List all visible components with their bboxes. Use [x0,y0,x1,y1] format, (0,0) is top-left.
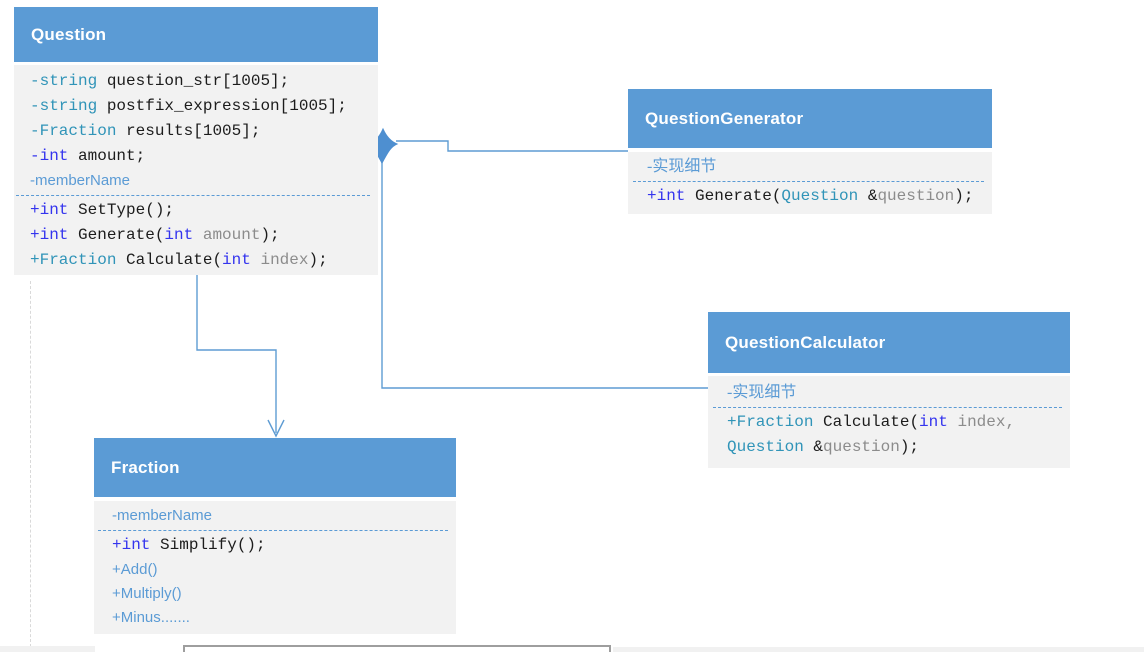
code-token: postfix_expression[1005]; [97,97,347,115]
code-token: Simplify(); [150,536,266,554]
member-row: +int Generate(int amount); [30,223,370,248]
class-header: QuestionCalculator [708,312,1070,373]
member-row: -string question_str[1005]; [30,69,370,94]
class-title: QuestionCalculator [725,332,886,352]
class-header: Question [14,7,378,62]
connector-question-to-fraction [196,275,277,433]
member-row: -string postfix_expression[1005]; [30,94,370,119]
code-token: -实现细节 [647,158,717,175]
code-token: +Minus....... [112,609,190,626]
section-divider [713,407,1062,408]
connector-question-to-generator [396,140,628,152]
code-token: int [919,413,948,431]
class-title: Question [31,24,107,44]
code-token: question_str[1005]; [97,72,290,90]
code-token: -int [30,147,69,165]
member-row: +Add() [112,558,448,582]
code-token: & [803,438,824,456]
class-box-question-calculator[interactable]: QuestionCalculator -实现细节 +Fraction Calcul… [708,312,1070,468]
code-token: & [858,187,878,205]
code-token: +int [30,226,69,244]
member-row: +Fraction Calculate(int index); [30,248,370,273]
member-row: -memberName [112,504,448,528]
class-box-fraction[interactable]: Fraction -memberName +int Simplify(); +Add… [94,438,456,634]
code-token: ); [260,226,280,244]
member-row: -Fraction results[1005]; [30,119,370,144]
code-token: int [222,251,251,269]
code-token: -string [30,72,98,90]
code-token: SetType(); [68,201,175,219]
class-title: QuestionGenerator [645,108,804,128]
class-header: QuestionGenerator [628,89,992,148]
member-row: -实现细节 [727,381,1062,405]
member-row: +Minus....... [112,606,448,630]
code-token: amount; [68,147,146,165]
code-token: ); [954,187,974,205]
member-row: +int SetType(); [30,198,370,223]
code-token: Question [781,187,859,205]
member-row: +Fraction Calculate(int index, [727,410,1062,435]
code-token: question [877,187,955,205]
code-token: question [823,438,900,456]
code-token: -memberName [30,172,131,189]
partial-shape-right [613,647,1144,652]
class-box-question[interactable]: Question -string question_str[1005];-str… [14,7,378,275]
class-header: Fraction [94,438,456,497]
code-token: +int [647,187,686,205]
partial-bottom-box [183,645,611,652]
class-title: Fraction [111,457,180,477]
alignment-guideline [30,281,31,652]
code-token: +Add() [112,561,158,578]
member-row: +Multiply() [112,582,448,606]
member-row: +int Simplify(); [112,533,448,558]
code-token: -memberName [112,507,213,524]
member-row: -实现细节 [647,155,984,179]
code-token: results[1005]; [116,122,261,140]
code-token: -实现细节 [727,384,797,401]
code-token: index [260,251,309,269]
code-token: Generate( [68,226,165,244]
code-token: amount [202,226,261,244]
code-token: +Fraction [727,413,814,431]
class-body: -实现细节 +int Generate(Question &question); [628,152,992,214]
class-body: -实现细节+Fraction Calculate(int index,Quest… [708,376,1070,468]
member-row: -int amount; [30,144,370,169]
code-token: Question [727,438,804,456]
code-token: Generate( [685,187,782,205]
code-token: ); [308,251,328,269]
code-token [193,226,203,244]
partial-shape-left [0,646,95,652]
code-token: -Fraction [30,122,117,140]
class-body: -string question_str[1005];-string postf… [14,65,378,275]
member-row: -memberName [30,169,370,193]
code-token: +Multiply() [112,585,182,602]
section-divider [633,181,984,182]
code-token: Calculate( [116,251,223,269]
member-row: Question &question); [727,435,1062,460]
code-token: +Fraction [30,251,117,269]
member-row: +int Generate(Question &question); [647,184,984,209]
class-body: -memberName +int Simplify(); +Add() +Multip… [94,501,456,634]
section-divider [16,195,370,196]
class-box-question-generator[interactable]: QuestionGenerator -实现细节 +int Generate(Que… [628,89,992,214]
code-token: -string [30,97,98,115]
open-arrowhead-icon [267,419,285,438]
code-token: int [164,226,194,244]
section-divider [98,530,448,531]
code-token: ); [899,438,920,456]
code-token: index, [957,413,1016,431]
code-token: Calculate( [813,413,920,431]
code-token: +int [30,201,69,219]
code-token: +int [112,536,151,554]
